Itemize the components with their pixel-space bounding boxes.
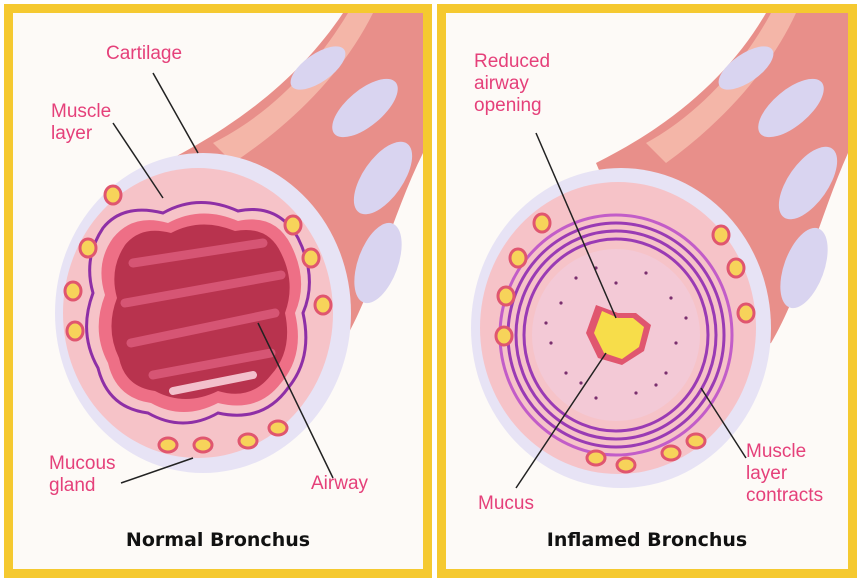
label-muscle-layer-contracts: Muscle layer contracts [746, 441, 823, 507]
label-muscle-layer: Muscle layer [51, 101, 111, 145]
caption-inflamed-bronchus: Inflamed Bronchus [446, 529, 848, 551]
inflamed-bronchus-panel: Reduced airway opening Mucus Muscle laye… [437, 4, 857, 578]
label-cartilage: Cartilage [106, 43, 182, 65]
label-reduced-airway-opening: Reduced airway opening [474, 51, 550, 117]
normal-bronchus-panel: Cartilage Muscle layer Mucous gland Airw… [4, 4, 432, 578]
label-airway: Airway [311, 473, 368, 495]
caption-normal-bronchus: Normal Bronchus [13, 529, 423, 551]
label-mucus: Mucus [478, 493, 534, 515]
label-mucous-gland: Mucous gland [49, 453, 116, 497]
